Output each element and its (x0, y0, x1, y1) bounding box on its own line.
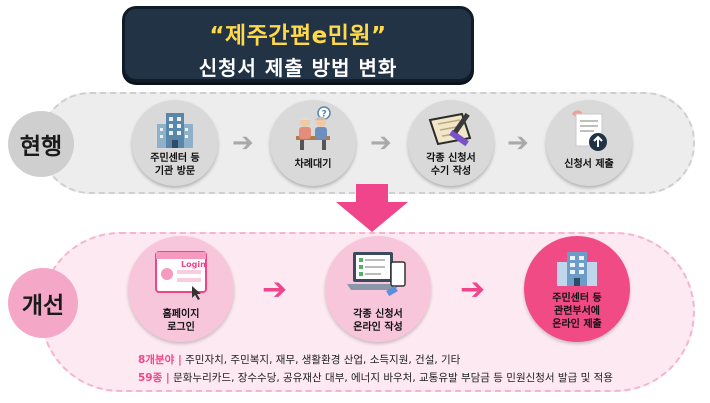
step-label: 신청서 제출 (564, 159, 614, 170)
handwriting-icon (428, 112, 472, 147)
step-label: 온라인 제출 (552, 319, 602, 330)
note-line-categories: 8개분야 | 주민자치, 주민복지, 재무, 생활환경 산업, 소득지원, 건설… (138, 352, 460, 367)
step-label: 각종 신청서 (353, 309, 403, 320)
improved-step-online-form: 각종 신청서 온라인 작성 (325, 236, 431, 342)
step-label: 주민센터 등 (150, 153, 200, 164)
current-label: 현행 (8, 111, 74, 177)
improved-label: 개선 (8, 268, 78, 338)
improved-step-online-submit: 주민센터 등 관련부서에 온라인 제출 (524, 236, 630, 342)
current-step-visit: 주민센터 등 기관 방문 (132, 100, 218, 186)
note-tag: 59종 | (138, 372, 170, 384)
arrow-right-icon: ➔ (262, 272, 288, 307)
down-arrow-icon (336, 184, 408, 232)
svg-text:?: ? (322, 110, 327, 120)
document-submit-icon (572, 110, 607, 151)
step-label: 주민센터 등 (552, 293, 602, 304)
current-step-submit: 신청서 제출 (546, 100, 632, 186)
waiting-people-icon: ? (296, 106, 331, 150)
step-label: 기관 방문 (154, 166, 196, 177)
improved-step-login: Login 홈페이지 로그인 (128, 236, 234, 342)
arrow-right-icon: ➔ (460, 272, 486, 307)
step-label: 로그인 (167, 322, 195, 333)
title-line-2: 신청서 제출 방법 변화 (198, 56, 398, 80)
building-icon (157, 113, 193, 148)
step-label: 각종 신청서 (426, 153, 476, 164)
arrow-right-icon: ➔ (370, 128, 392, 158)
building-icon (557, 252, 597, 286)
current-step-wait: ? 차례대기 (270, 100, 356, 186)
step-label: 차례대기 (294, 159, 332, 170)
arrow-right-icon: ➔ (507, 128, 529, 158)
current-step-handwrite: 각종 신청서 수기 작성 (408, 100, 494, 186)
login-text: Login (181, 260, 206, 269)
note-line-forms: 59종 | 문화누리카드, 장수수당, 공유재산 대부, 에너지 바우처, 교통… (138, 370, 613, 385)
arrow-right-icon: ➔ (232, 128, 254, 158)
step-label: 홈페이지 (162, 309, 200, 320)
title-banner: “제주간편e민원” 신청서 제출 방법 변화 (122, 6, 474, 82)
step-label: 수기 작성 (430, 166, 472, 177)
title-line-1: “제주간편e민원” (209, 23, 387, 49)
note-tag: 8개분야 | (138, 354, 182, 366)
step-label: 관련부서에 (554, 306, 600, 317)
login-screen-icon: Login (155, 251, 207, 300)
step-label: 온라인 작성 (353, 322, 403, 333)
note-text: 주민자치, 주민복지, 재무, 생활환경 산업, 소득지원, 건설, 기타 (181, 354, 461, 366)
note-text: 문화누리카드, 장수수당, 공유재산 대부, 에너지 바우처, 교통유발 부담금… (169, 372, 613, 384)
laptop-form-icon (347, 252, 406, 297)
